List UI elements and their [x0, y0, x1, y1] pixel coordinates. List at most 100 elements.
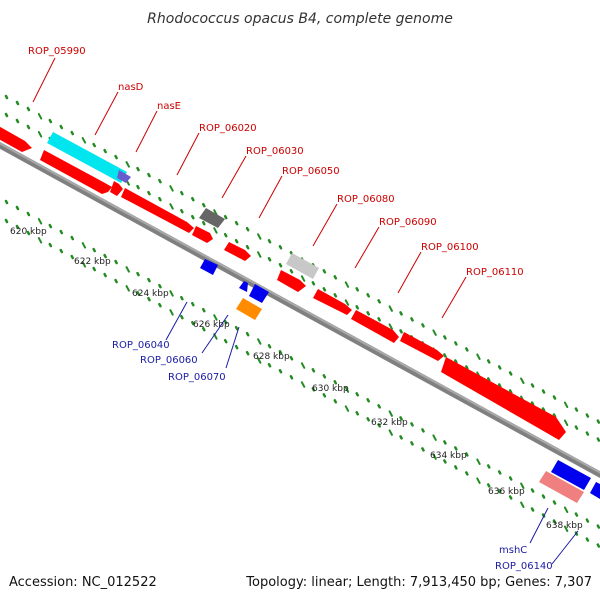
tick-mark: [92, 142, 96, 148]
tick-mark: [333, 380, 338, 385]
tick-mark: [267, 257, 272, 262]
tick-mark: [585, 518, 590, 523]
gene-label: ROP_06020: [199, 123, 257, 134]
tick-mark: [322, 374, 327, 379]
tick-mark: [377, 317, 381, 322]
tick-mark: [26, 230, 31, 236]
tick-mark: [596, 419, 600, 424]
tick-mark: [136, 290, 140, 296]
tick-mark: [388, 429, 393, 436]
tick-mark: [421, 447, 425, 452]
tick-mark: [180, 190, 184, 196]
tick-mark: [213, 227, 218, 234]
reverse-labels: ROP_06040 ROP_06060 ROP_06070 mshC ROP_0…: [112, 340, 553, 572]
tick-mark: [311, 368, 316, 373]
tick-mark: [136, 166, 140, 172]
tick-mark: [355, 411, 359, 416]
tick-mark: [355, 287, 359, 292]
gene-nasD-arrow: [40, 150, 112, 194]
gene-label: ROP_06110: [466, 267, 524, 278]
tick-mark: [180, 208, 184, 214]
tick-mark: [454, 341, 458, 346]
tick-mark: [180, 295, 184, 301]
tick-mark: [70, 254, 75, 260]
tick-mark: [15, 205, 20, 211]
tick-mark: [322, 287, 327, 292]
tick-mark: [234, 238, 239, 244]
tick-mark: [26, 211, 31, 217]
tick-mark: [333, 399, 338, 404]
gene-label: ROP_06070: [168, 372, 226, 383]
tick-guides: [4, 94, 600, 548]
tick-mark: [4, 112, 9, 118]
tick-mark: [245, 350, 250, 356]
tick-mark: [158, 302, 162, 308]
tick-mark: [486, 377, 491, 382]
tick-mark: [585, 431, 590, 436]
tick-mark: [180, 314, 184, 320]
gene-label: nasD: [118, 82, 144, 93]
tick-mark: [278, 350, 283, 355]
tick-mark: [59, 229, 64, 235]
forward-labels: ROP_05990 nasD nasE ROP_06020 ROP_06030 …: [28, 46, 524, 278]
gene-ROP_05990-arrow: [0, 126, 32, 152]
tick-mark: [388, 323, 393, 330]
tick-mark: [213, 314, 218, 321]
tick-mark: [59, 124, 64, 130]
tick-mark: [234, 344, 239, 350]
tick-mark: [37, 131, 43, 138]
tick-mark: [432, 434, 437, 441]
tick-mark: [4, 94, 9, 100]
kbp-label: 624 kbp: [132, 289, 169, 299]
gene-ROP_06050a-arrow: [192, 226, 213, 243]
forward-genes: [0, 126, 584, 503]
tick-mark: [563, 401, 569, 409]
tick-mark: [322, 269, 327, 274]
tick-mark: [377, 404, 381, 409]
kbp-label: 636 kbp: [488, 487, 525, 497]
tick-mark: [81, 137, 87, 144]
gene-nasE-arrow: [110, 181, 123, 196]
gene-ROP_06140-arrow: [590, 482, 600, 499]
reverse-leaders: [165, 301, 579, 565]
tick-mark: [333, 275, 338, 280]
tick-mark: [136, 184, 140, 190]
tick-mark: [486, 464, 491, 469]
tick-mark: [377, 423, 381, 428]
tick-mark: [158, 283, 162, 289]
genome-backbone: [0, 142, 600, 478]
tick-mark: [37, 237, 43, 244]
tick-mark: [541, 494, 546, 499]
tick-mark: [486, 483, 491, 488]
kbp-label: 628 kbp: [253, 352, 290, 362]
tick-mark: [410, 317, 414, 322]
gene-ROP_06070-box: [236, 298, 262, 320]
tick-mark: [15, 118, 20, 124]
tick-mark: [125, 266, 130, 273]
tick-mark: [421, 428, 425, 433]
tick-mark: [267, 344, 272, 349]
tick-mark: [15, 224, 20, 230]
tick-mark: [289, 269, 294, 274]
tick-mark: [300, 275, 306, 282]
tick-mark: [169, 203, 174, 210]
gene-ROP_06060a-arrow: [239, 281, 248, 292]
tick-mark: [278, 245, 283, 250]
tick-mark: [508, 371, 513, 376]
tick-mark: [158, 196, 162, 202]
gene-ROP_06090-arrow: [313, 289, 352, 315]
tick-mark: [366, 293, 370, 298]
tick-mark: [37, 113, 43, 120]
tick-mark: [465, 452, 469, 457]
tick-mark: [81, 242, 87, 249]
gene-ROP_06080-box: [286, 253, 319, 279]
tick-mark: [432, 329, 437, 336]
gene-ROP_06020-arrow: [121, 188, 194, 233]
tick-mark: [257, 338, 262, 345]
tick-mark: [388, 305, 393, 312]
tick-mark: [48, 223, 53, 229]
tick-mark: [552, 500, 557, 505]
gene-ROP_06110a-arrow: [400, 332, 444, 361]
tick-mark: [289, 356, 294, 361]
tick-mark: [158, 178, 162, 184]
